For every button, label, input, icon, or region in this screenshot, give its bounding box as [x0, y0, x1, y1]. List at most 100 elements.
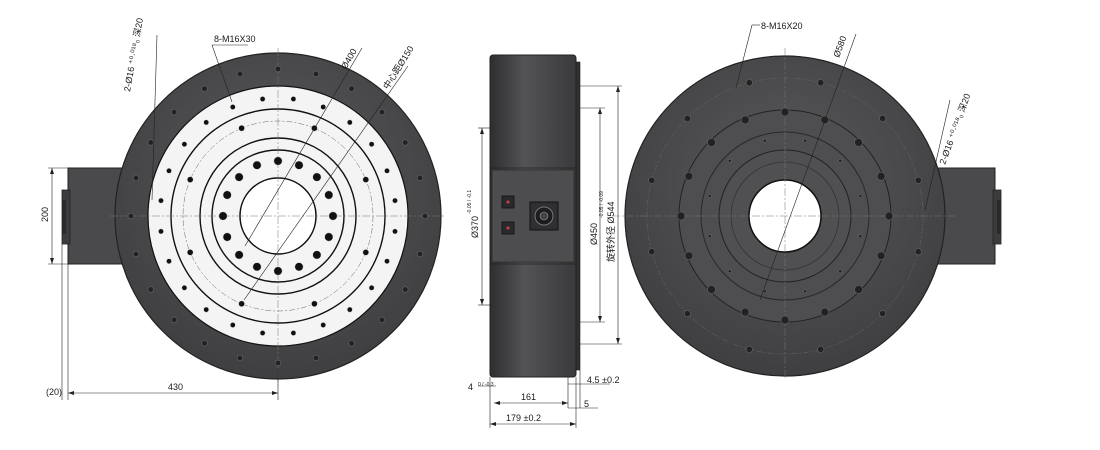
- rear-outer-hole: [879, 310, 887, 318]
- rear-outer-hole: [879, 114, 887, 122]
- front-housing-hole: [378, 108, 386, 116]
- rear-outer-hole: [648, 176, 656, 184]
- front-face-hole: [392, 197, 398, 204]
- front-pin-hole: [362, 249, 370, 256]
- rear-view: 8-M16X20 Ø580 2-Ø16 ⁺⁰·⁰¹⁸₀ 深20: [612, 21, 1002, 380]
- rear-inner-hole: [838, 158, 843, 163]
- rear-inner-hole: [803, 138, 808, 143]
- rear-inner-hole: [707, 193, 712, 198]
- side-right-gap-label: 4.5 ±0.2: [587, 375, 619, 385]
- front-housing-hole: [201, 85, 208, 92]
- front-pin-hole: [186, 176, 194, 183]
- rear-outer-hole: [745, 79, 753, 87]
- rear-mid-hole: [876, 251, 886, 261]
- front-inner-hole: [273, 266, 283, 276]
- side-dia-450-label: Ø450: [589, 223, 599, 245]
- front-housing-hole: [421, 212, 429, 220]
- front-housing-hole: [132, 250, 140, 258]
- front-pin-hole: [362, 176, 370, 183]
- front-housing-hole: [147, 286, 154, 293]
- rear-mid-hole: [740, 307, 750, 317]
- front-housing-hole: [171, 108, 178, 116]
- front-inner-hole: [294, 160, 304, 170]
- front-face-hole: [229, 322, 236, 328]
- rear-inner-hole: [727, 269, 732, 274]
- rear-outer-hole: [683, 310, 691, 318]
- rear-mid-hole: [684, 171, 694, 181]
- front-face-hole: [158, 228, 164, 235]
- front-inner-hole: [252, 160, 262, 170]
- front-face-hole: [203, 306, 210, 313]
- front-inner-hole: [328, 211, 338, 221]
- front-face-hole: [392, 228, 398, 235]
- rear-outer-hole: [817, 345, 825, 353]
- front-housing-hole: [147, 139, 154, 146]
- front-inner-hole: [273, 156, 283, 166]
- front-face-hole: [203, 119, 210, 126]
- rear-mid-hole: [707, 138, 716, 147]
- front-offset-label: (20): [46, 387, 62, 397]
- rear-bolt-holes: [648, 79, 922, 353]
- front-face-hole: [346, 306, 353, 313]
- rear-outer-hole: [914, 176, 922, 184]
- front-housing-hole: [236, 354, 244, 362]
- front-face-hole: [166, 258, 172, 265]
- front-face-hole: [181, 141, 188, 148]
- rear-inner-hole: [727, 158, 732, 163]
- rear-inner-hole: [762, 138, 767, 143]
- front-height-label: 200: [40, 207, 50, 222]
- side-flange-label: 5: [584, 399, 589, 409]
- front-face-hole: [384, 258, 390, 265]
- front-housing-hole: [348, 85, 355, 92]
- front-housing-hole: [127, 212, 135, 220]
- front-housing-holes: [127, 65, 429, 367]
- front-pin-hole: [238, 300, 245, 308]
- front-bolt-label: 8-M16X30: [214, 34, 256, 44]
- front-face-hole: [166, 167, 172, 174]
- rear-mid-hole: [780, 107, 790, 117]
- side-body-label: 161: [521, 392, 536, 402]
- rear-mid-hole: [854, 138, 863, 147]
- rear-mid-hole: [740, 115, 750, 125]
- side-dia-370-label: Ø370: [470, 216, 480, 238]
- front-housing-hole: [236, 70, 244, 78]
- front-face-hole: [290, 96, 297, 102]
- rear-outer-hole: [914, 248, 922, 256]
- front-housing-hole: [274, 359, 282, 367]
- front-inner-hole: [234, 172, 244, 182]
- front-housing-hole: [378, 316, 386, 324]
- rear-inner-hole: [858, 234, 863, 239]
- rear-mid-hole: [684, 251, 694, 261]
- front-inner-hole: [294, 262, 304, 272]
- side-dia-370-tol: -0.05 / -0.1: [467, 190, 473, 214]
- front-width-label: 430: [168, 382, 183, 392]
- front-housing-hole: [402, 286, 409, 293]
- side-dia-544-label: 旋转外径 Ø544: [605, 201, 616, 262]
- side-left-gap-label: 4: [468, 382, 473, 392]
- front-inner-hole: [312, 250, 322, 260]
- front-inner-hole: [324, 232, 334, 242]
- front-inner-hole: [222, 232, 232, 242]
- rear-mid-hole: [854, 285, 863, 294]
- front-inner-hole: [218, 211, 228, 221]
- front-face-hole: [320, 104, 327, 110]
- front-housing-hole: [201, 340, 208, 347]
- rear-inner-hole: [803, 289, 808, 294]
- rear-outer-hole: [745, 345, 753, 353]
- front-inner-hole: [324, 190, 334, 200]
- front-face-hole: [368, 141, 375, 148]
- front-pin-label: 2-Ø16 ⁺⁰·⁰¹⁸₀ 深20: [122, 17, 145, 92]
- front-housing-hole: [274, 65, 282, 73]
- rear-bolt-label: 8-M16X20: [761, 21, 803, 31]
- front-inner-hole: [252, 262, 262, 272]
- rear-outer-hole: [648, 248, 656, 256]
- front-housing-hole: [312, 354, 320, 362]
- side-total-label: 179 ±0.2: [506, 413, 541, 423]
- front-pin-hole: [186, 249, 194, 256]
- front-face-hole: [229, 104, 236, 110]
- front-face-hole: [158, 197, 164, 204]
- side-dia-450-tol: -0.05 / -0.09: [599, 191, 605, 218]
- rear-mid-hole: [876, 171, 886, 181]
- front-inner-hole: [222, 190, 232, 200]
